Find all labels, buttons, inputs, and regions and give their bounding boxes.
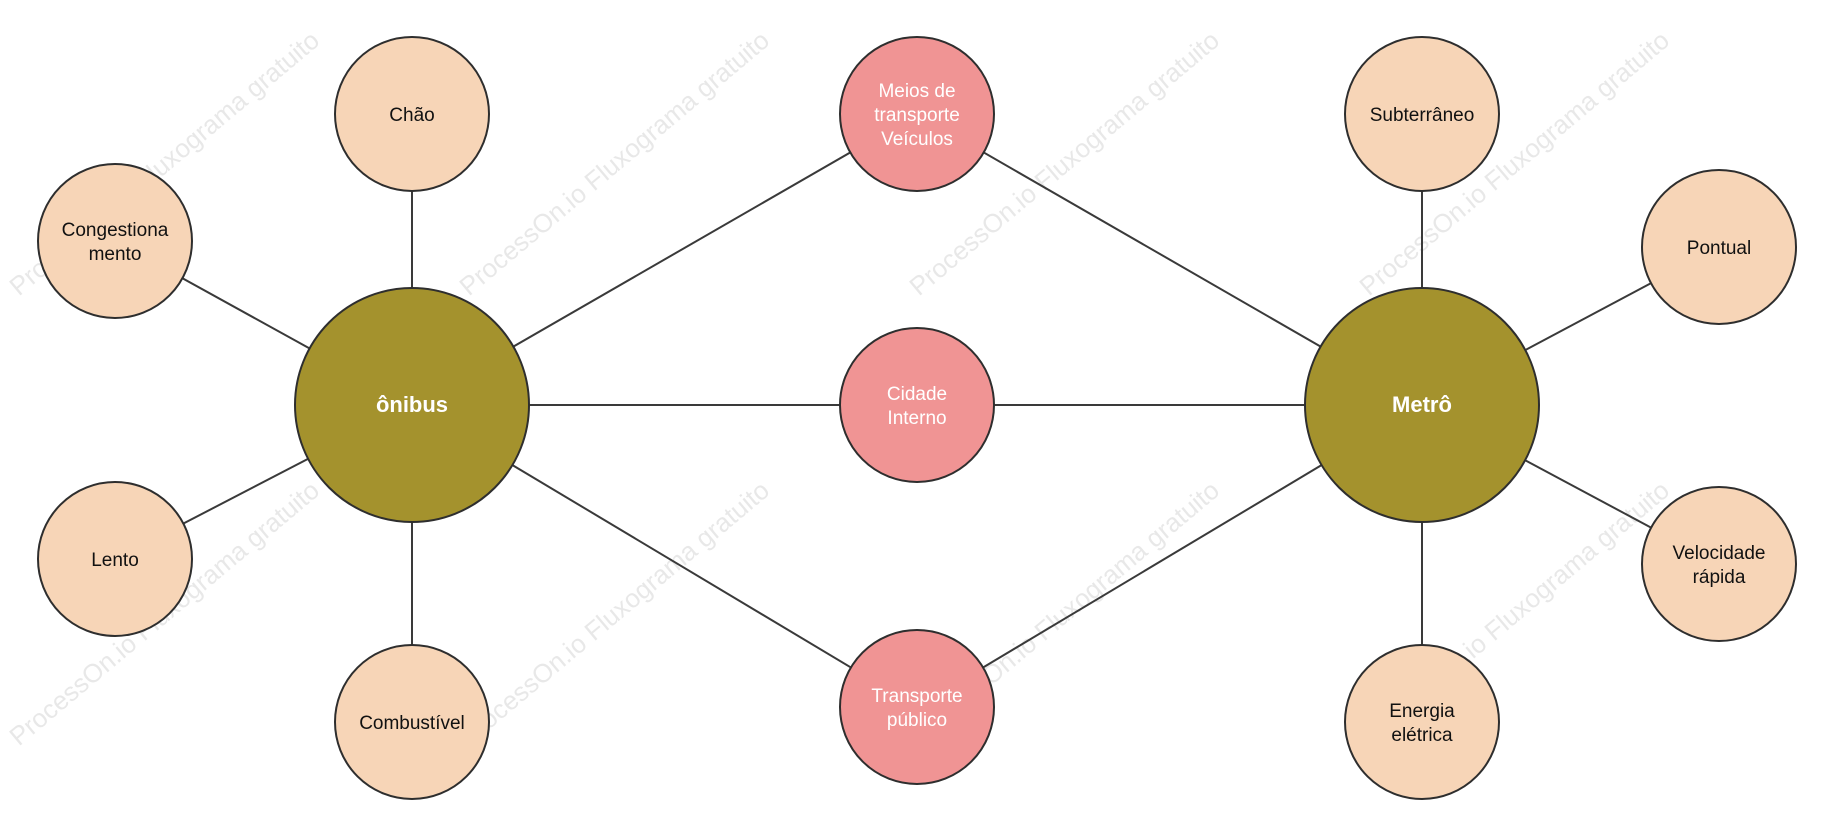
shared-circle-transporte [839, 629, 995, 785]
leaf-label-congestionamento: mento [89, 244, 142, 265]
hub-label-onibus: ônibus [376, 392, 448, 417]
leaf-node-congestionamento[interactable]: Congestiona mento [37, 163, 193, 319]
hub-node-onibus[interactable]: ônibus [294, 287, 530, 523]
shared-label-meios: Meios de [878, 81, 955, 102]
leaf-label-combustivel: Combustível [359, 713, 465, 734]
leaf-node-lento[interactable]: Lento [37, 481, 193, 637]
leaf-label-pontual: Pontual [1687, 238, 1751, 259]
leaf-label-congestionamento: Congestiona [62, 220, 169, 241]
leaf-circle-congestionamento [37, 163, 193, 319]
leaf-node-energia[interactable]: Energia elétrica [1344, 644, 1500, 800]
shared-node-transporte[interactable]: Transporte público [839, 629, 995, 785]
leaf-circle-combustivel [334, 644, 490, 800]
shared-circle-cidade [839, 327, 995, 483]
leaf-label-energia: elétrica [1391, 725, 1453, 746]
leaf-label-velocidade: rápida [1693, 567, 1746, 588]
leaf-node-pontual[interactable]: Pontual [1641, 169, 1797, 325]
leaf-circle-velocidade [1641, 486, 1797, 642]
shared-label-cidade: Cidade [887, 384, 947, 405]
hub-node-metro[interactable]: Metrô [1304, 287, 1540, 523]
leaf-node-subterraneo[interactable]: Subterrâneo [1344, 36, 1500, 192]
hub-label-metro: Metrô [1392, 392, 1452, 417]
watermark-text: ProcessOn.io Fluxograma gratuito [453, 25, 775, 302]
leaf-circle-lento [37, 481, 193, 637]
leaf-label-subterraneo: Subterrâneo [1370, 105, 1475, 126]
shared-label-transporte: público [887, 710, 947, 731]
leaf-node-chao[interactable]: Chão [334, 36, 490, 192]
shared-label-meios: Veículos [881, 129, 953, 150]
shared-label-cidade: Interno [887, 408, 946, 429]
shared-label-transporte: Transporte [871, 686, 962, 707]
leaf-label-velocidade: Velocidade [1673, 543, 1766, 564]
leaf-circle-pontual [1641, 169, 1797, 325]
leaf-circle-chao [334, 36, 490, 192]
leaf-node-velocidade[interactable]: Velocidade rápida [1641, 486, 1797, 642]
leaf-label-lento: Lento [91, 550, 139, 571]
shared-circle-meios [839, 36, 995, 192]
shared-label-meios: transporte [874, 105, 960, 126]
hub-circle-metro [1304, 287, 1540, 523]
leaf-circle-energia [1344, 644, 1500, 800]
leaf-label-energia: Energia [1389, 701, 1455, 722]
watermark-text: ProcessOn.io Fluxograma gratuito [453, 475, 775, 752]
leaf-circle-subterraneo [1344, 36, 1500, 192]
leaf-label-chao: Chão [389, 105, 434, 126]
leaf-node-combustivel[interactable]: Combustível [334, 644, 490, 800]
node-layer: Meios de transporteVeículosCidadeInternoT… [37, 36, 1797, 800]
hub-circle-onibus [294, 287, 530, 523]
